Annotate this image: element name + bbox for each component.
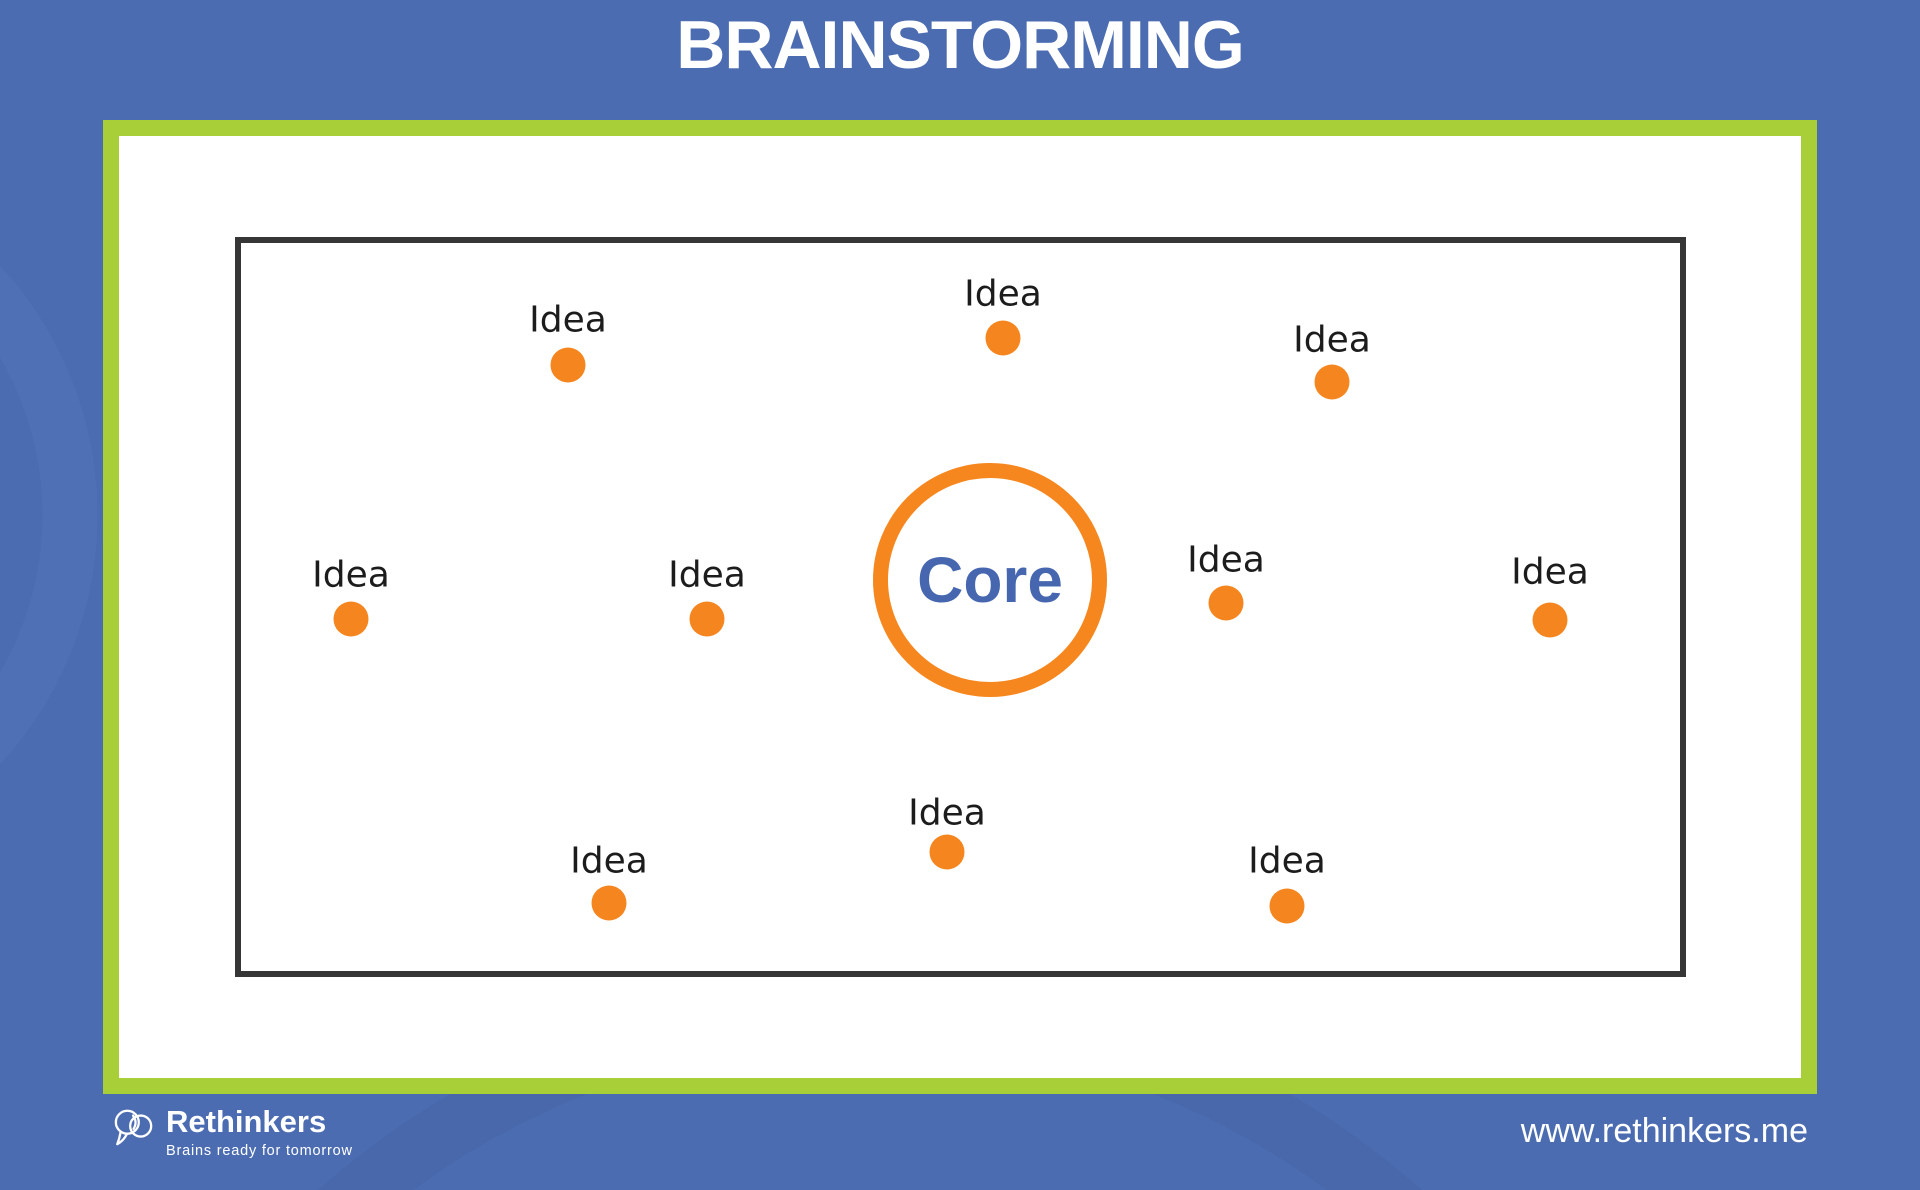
core-node: Core: [873, 463, 1107, 697]
core-label: Core: [917, 544, 1063, 616]
footer-brand: Rethinkers Brains ready for tomorrow: [112, 1104, 353, 1159]
brand-text: Rethinkers Brains ready for tomorrow: [166, 1104, 353, 1159]
page-title: BRAINSTORMING: [676, 7, 1245, 83]
rethinkers-logo-icon: [112, 1106, 156, 1153]
website-url: www.rethinkers.me: [1520, 1112, 1808, 1150]
brand-name: Rethinkers: [166, 1104, 327, 1139]
brand-tagline: Brains ready for tomorrow: [166, 1142, 353, 1159]
